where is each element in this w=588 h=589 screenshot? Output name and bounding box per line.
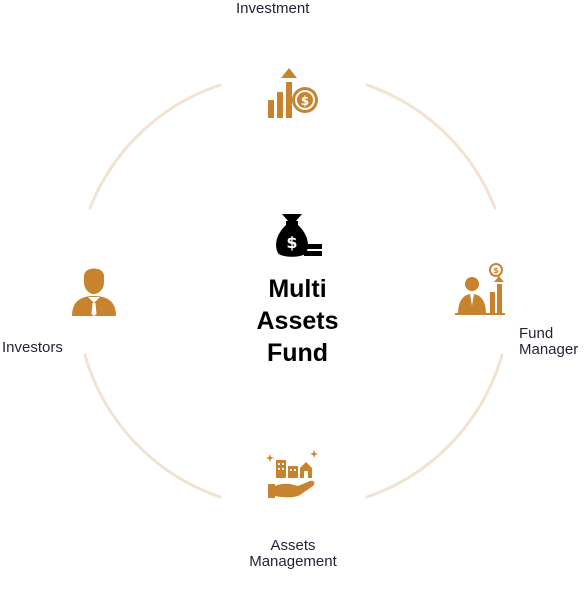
svg-text:$: $: [286, 233, 297, 252]
svg-text:$: $: [301, 94, 309, 108]
assets-hand-icon: [266, 450, 318, 498]
node-label-investment: Investment: [236, 0, 310, 17]
node-label-investors: Investors: [2, 339, 63, 356]
money-bag-icon: $: [276, 214, 322, 257]
growth-coin-icon: $: [268, 68, 318, 118]
ring-arc-bottom-right: [365, 353, 504, 499]
ring-arc-top-left: [88, 83, 222, 210]
node-label-fund-manager: Fund Manager: [519, 325, 579, 358]
ring-arc-bottom-left: [83, 353, 222, 499]
node-label-assets-management: Assets Management: [249, 537, 337, 570]
ring-arc-top-right: [365, 83, 497, 210]
fund-manager-icon: $: [455, 263, 505, 315]
investor-person-icon: [72, 268, 116, 316]
svg-text:$: $: [493, 266, 499, 275]
center-title: Multi Assets Fund: [256, 275, 339, 367]
